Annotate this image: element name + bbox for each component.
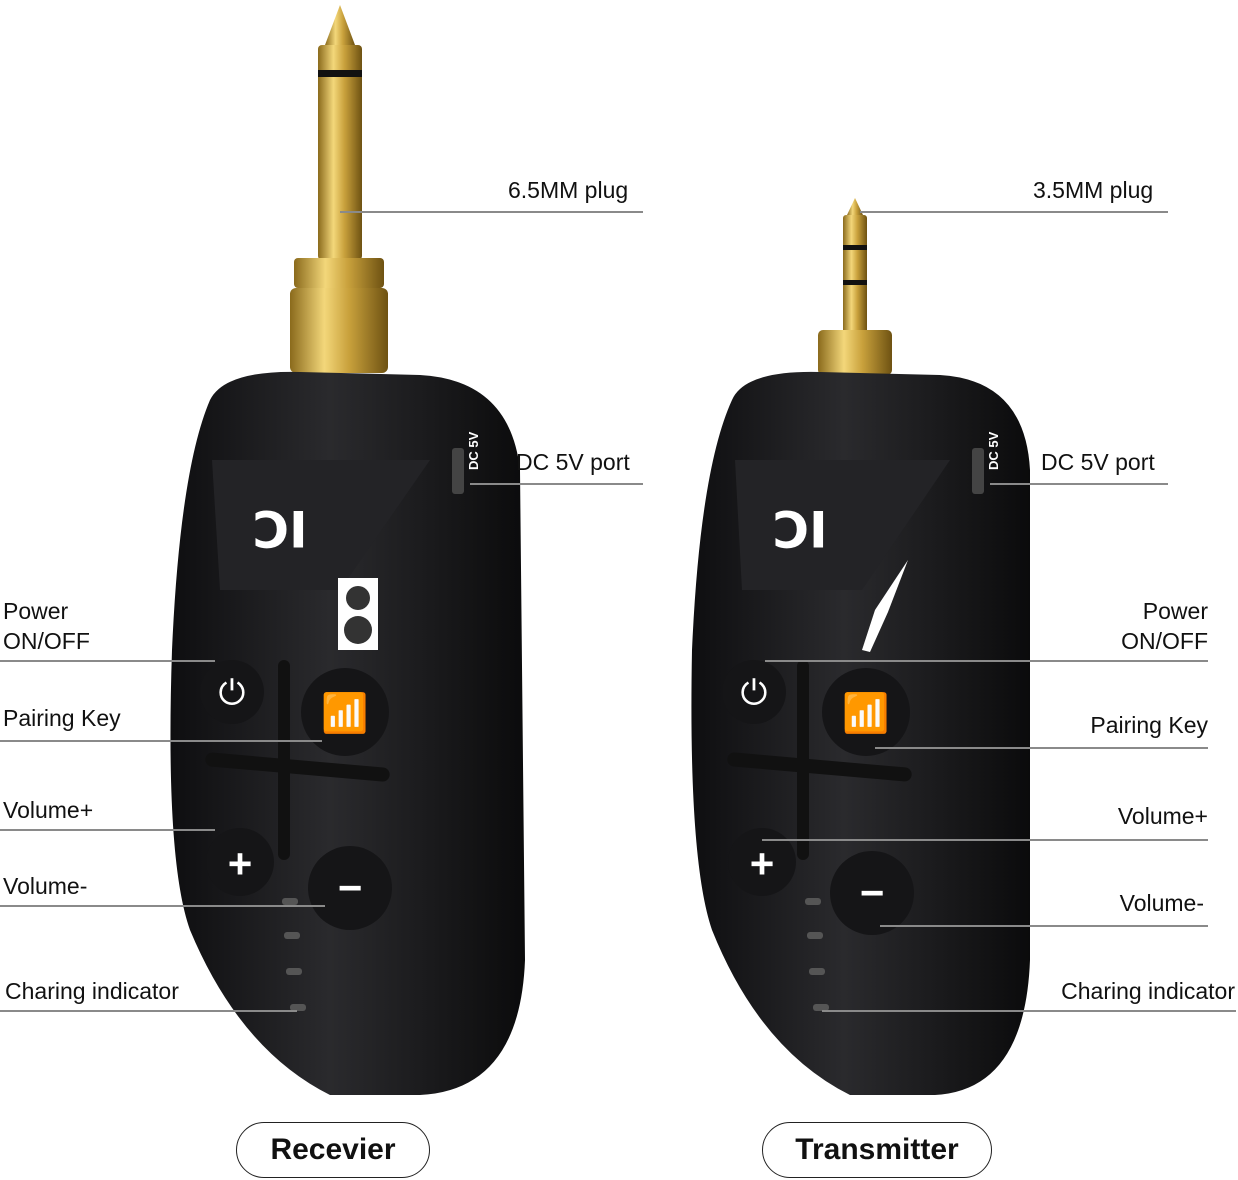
receiver-dc-port-label: DC 5V port bbox=[516, 449, 630, 475]
transmitter-charging-label: Charing indicator bbox=[1061, 978, 1235, 1004]
svg-text:📶: 📶 bbox=[321, 691, 368, 735]
receiver-pairing-line bbox=[0, 740, 322, 742]
transmitter-title: Transmitter bbox=[762, 1122, 992, 1178]
transmitter-volume-up-label: Volume+ bbox=[1117, 803, 1208, 829]
receiver-volume-up-line bbox=[0, 829, 215, 831]
transmitter-pairing-line bbox=[875, 747, 1208, 749]
receiver-volume-up-label: Volume+ bbox=[3, 797, 94, 823]
receiver-plug-line bbox=[340, 211, 643, 213]
svg-text:📶: 📶 bbox=[842, 691, 889, 735]
transmitter-dc-port-label: DC 5V port bbox=[1041, 449, 1155, 475]
receiver-power-label-2: ON/OFF bbox=[3, 628, 90, 654]
transmitter-power-line bbox=[765, 660, 1208, 662]
transmitter-power-label-1: Power bbox=[1142, 598, 1208, 624]
svg-text:−: − bbox=[860, 869, 885, 916]
transmitter-volume-down-label: Volume- bbox=[1119, 890, 1204, 916]
svg-text:−: − bbox=[338, 864, 363, 911]
receiver-body: IC ⏻ 📶 + − bbox=[170, 371, 525, 1095]
receiver-volume-down-label: Volume- bbox=[3, 873, 88, 899]
svg-text:⏻: ⏻ bbox=[741, 674, 768, 712]
svg-text:⏻: ⏻ bbox=[219, 674, 246, 712]
receiver-6-5mm-plug bbox=[290, 5, 388, 373]
transmitter-power-label-2: ON/OFF bbox=[1121, 628, 1208, 654]
receiver-title: Recevier bbox=[236, 1122, 430, 1178]
transmitter-charging-line bbox=[822, 1010, 1236, 1012]
receiver-charging-line bbox=[0, 1010, 297, 1012]
svg-text:IC: IC bbox=[252, 499, 307, 557]
receiver-port-marking: DC 5V bbox=[466, 431, 481, 470]
receiver-charging-label: Charing indicator bbox=[5, 978, 179, 1004]
svg-text:+: + bbox=[750, 840, 775, 887]
receiver-volume-down-line bbox=[0, 905, 325, 907]
transmitter-plug-label: 3.5MM plug bbox=[1033, 177, 1154, 203]
transmitter-pairing-label: Pairing Key bbox=[1090, 712, 1208, 738]
svg-text:IC: IC bbox=[772, 499, 827, 557]
receiver-dc-port-line bbox=[470, 483, 643, 485]
receiver-power-line bbox=[0, 660, 215, 662]
transmitter-volume-down-line bbox=[880, 925, 1208, 927]
transmitter-dc-port-line bbox=[990, 483, 1168, 485]
receiver-pairing-label: Pairing Key bbox=[3, 705, 121, 731]
transmitter-3-5mm-plug bbox=[818, 198, 892, 375]
transmitter-body: IC ⏻ 📶 + − bbox=[691, 371, 1030, 1095]
svg-text:+: + bbox=[228, 840, 253, 887]
receiver-power-label-1: Power bbox=[3, 598, 69, 624]
transmitter-port-marking: DC 5V bbox=[986, 431, 1001, 470]
transmitter-volume-up-line bbox=[762, 839, 1208, 841]
transmitter-plug-line bbox=[860, 211, 1168, 213]
receiver-plug-label: 6.5MM plug bbox=[508, 177, 629, 203]
